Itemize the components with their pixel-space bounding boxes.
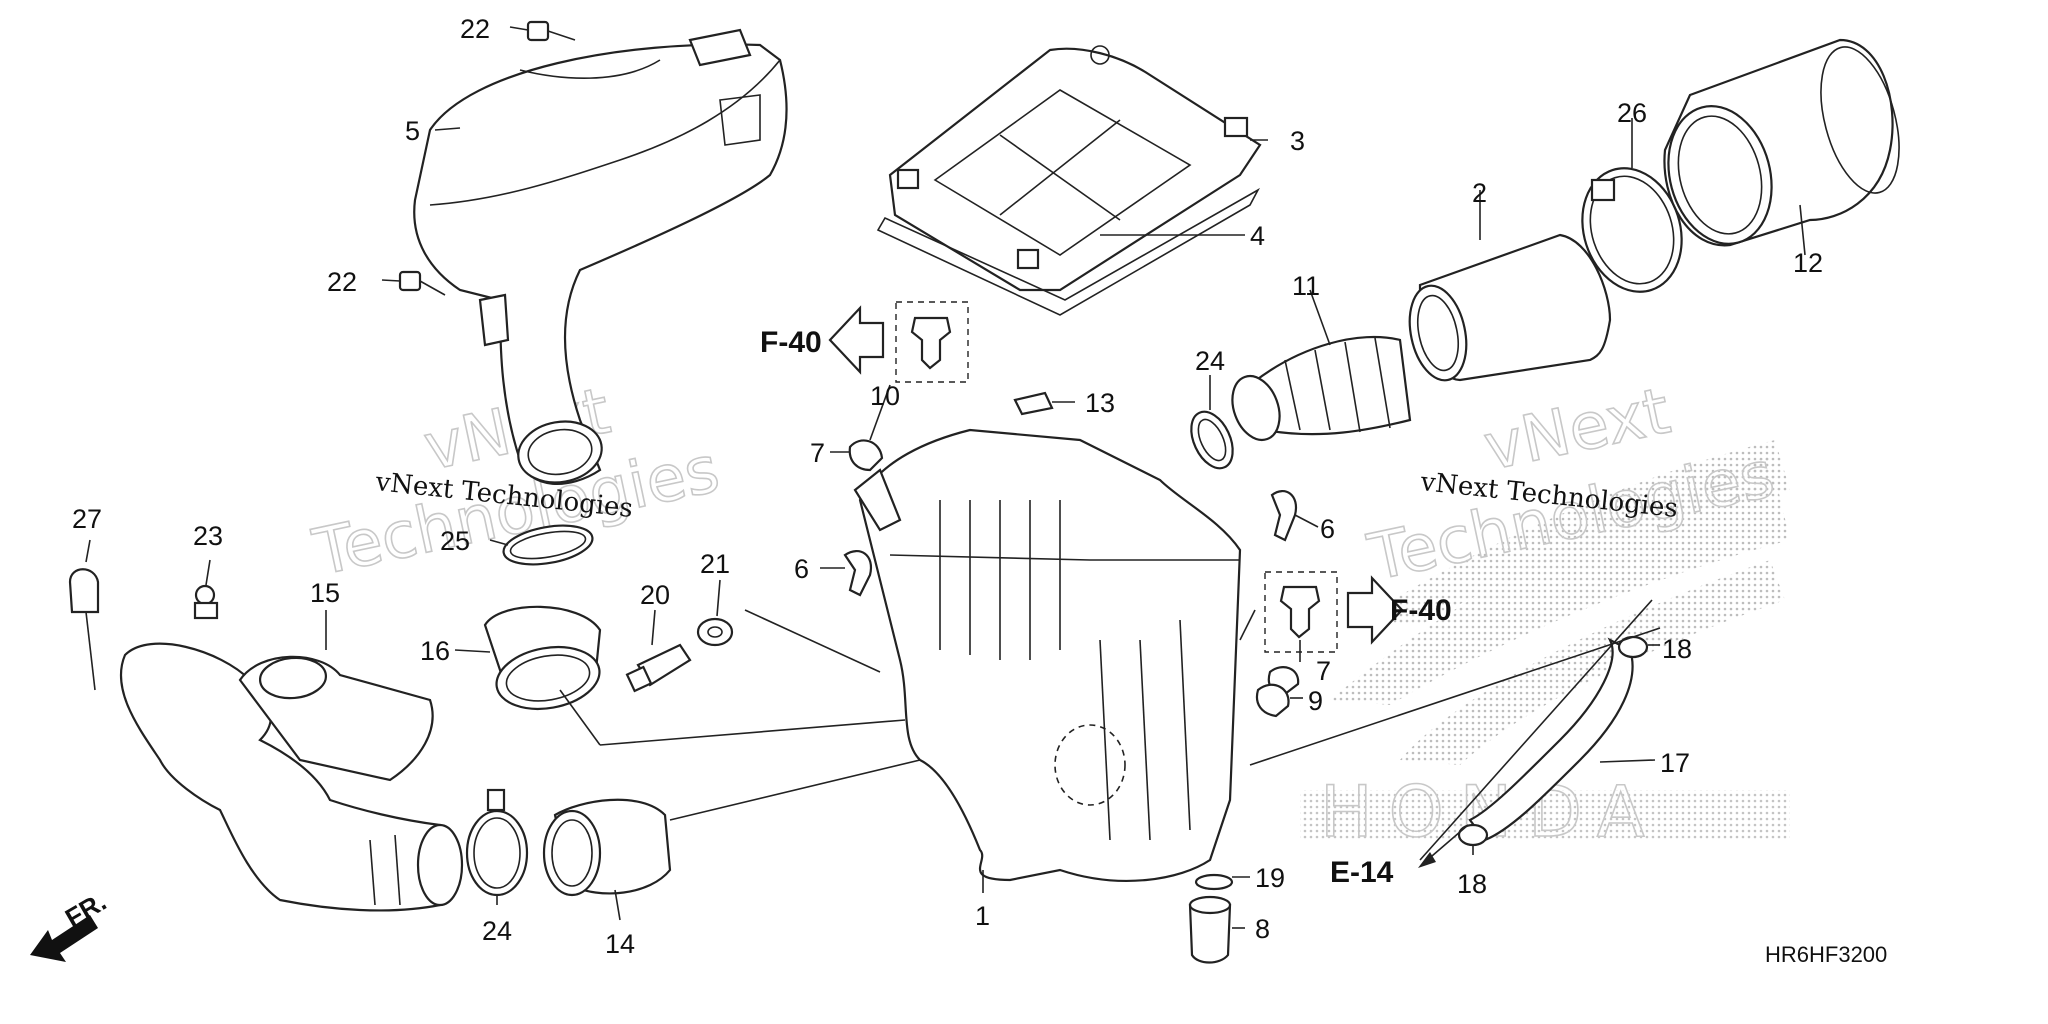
callout-26: 26 xyxy=(1617,98,1647,128)
part-16-joint xyxy=(483,605,602,710)
part-10-fastener-top xyxy=(895,301,969,383)
part-25-clamp xyxy=(502,524,594,566)
honda-wing-logo: HONDA xyxy=(1300,440,1790,854)
part-11-connecting-tube xyxy=(1231,335,1412,442)
callout-13: 13 xyxy=(1085,388,1115,418)
callout-21: 21 xyxy=(700,549,730,579)
callout-25: 25 xyxy=(440,526,470,556)
part-22-bolt-lower xyxy=(398,270,446,296)
callout-22-lower: 22 xyxy=(327,267,357,297)
ref-e14-label: E-14 xyxy=(1330,856,1394,889)
callout-3: 3 xyxy=(1290,126,1305,156)
callout-6-left: 6 xyxy=(794,554,809,584)
callout-7-right: 7 xyxy=(1316,656,1331,686)
part-18-clip-lower xyxy=(1457,823,1489,847)
callout-23: 23 xyxy=(193,521,223,551)
callout-27: 27 xyxy=(72,504,102,534)
part-22-bolt-upper xyxy=(526,20,576,42)
ref-arrow-e14: E-14 xyxy=(1330,824,1469,889)
callout-24-left: 24 xyxy=(482,916,512,946)
part-2-air-filter-element xyxy=(1408,233,1612,382)
callout-17: 17 xyxy=(1660,748,1690,778)
part-6-clip-left xyxy=(843,550,873,597)
part-26-band-clamp xyxy=(1581,167,1683,293)
part-8-plug xyxy=(1188,895,1232,964)
callout-18-upper: 18 xyxy=(1662,634,1692,664)
ref-f40-top-label: F-40 xyxy=(760,326,822,359)
callout-11: 11 xyxy=(1292,271,1320,301)
part-23-grommet xyxy=(193,584,219,620)
part-24-clamp-right xyxy=(1190,410,1234,470)
callout-22-upper: 22 xyxy=(460,14,490,44)
callout-1: 1 xyxy=(975,901,990,931)
part-20-sensor xyxy=(625,643,692,693)
front-direction-arrow: FR. xyxy=(30,886,111,962)
part-1-air-cleaner-case xyxy=(853,428,1242,883)
part-5-intake-duct xyxy=(413,28,788,486)
part-3-air-cleaner-cover xyxy=(888,45,1262,292)
part-10-fastener-right xyxy=(1264,571,1338,653)
part-27-clip xyxy=(68,568,100,691)
ref-arrow-f40-right: F-40 xyxy=(1346,575,1452,645)
part-4-gasket xyxy=(876,187,1261,316)
callout-24-right: 24 xyxy=(1195,346,1225,376)
part-9-clip xyxy=(1255,683,1290,718)
diagram-code: HR6HF3200 xyxy=(1765,942,1887,967)
callout-8: 8 xyxy=(1255,914,1270,944)
part-6-clip-right xyxy=(1270,490,1298,542)
callout-9: 9 xyxy=(1308,686,1323,716)
part-19-o-ring xyxy=(1194,873,1234,891)
part-24-clamp-left xyxy=(465,788,529,897)
callout-15: 15 xyxy=(310,578,340,608)
fr-label: FR. xyxy=(60,886,111,933)
callout-19: 19 xyxy=(1255,863,1285,893)
part-15-inlet-duct xyxy=(119,642,464,912)
callout-16: 16 xyxy=(420,636,450,666)
callout-6-right: 6 xyxy=(1320,514,1335,544)
part-7-clip-left xyxy=(848,439,884,472)
callout-14: 14 xyxy=(605,929,635,959)
callout-5: 5 xyxy=(405,116,420,146)
callout-2: 2 xyxy=(1472,178,1487,208)
callout-20: 20 xyxy=(640,580,670,610)
fr-arrow-icon xyxy=(30,915,98,962)
callout-7-left: 7 xyxy=(810,438,825,468)
callout-12: 12 xyxy=(1793,248,1823,278)
callout-18-lower: 18 xyxy=(1457,869,1487,899)
callout-4: 4 xyxy=(1250,221,1265,251)
leader-lines xyxy=(85,26,1806,929)
callout-numbers: 22 22 5 3 4 11 2 26 12 13 24 10 7 6 6 7 … xyxy=(72,14,1823,959)
part-21-grommet xyxy=(696,617,734,647)
part-13-pad xyxy=(1013,391,1054,416)
part-12-pre-filter xyxy=(1663,38,1900,247)
ref-f40-right-label: F-40 xyxy=(1390,594,1452,627)
part-14-joint xyxy=(542,798,672,897)
ref-arrow-f40-top: F-40 xyxy=(760,305,885,375)
callout-10: 10 xyxy=(870,381,900,411)
